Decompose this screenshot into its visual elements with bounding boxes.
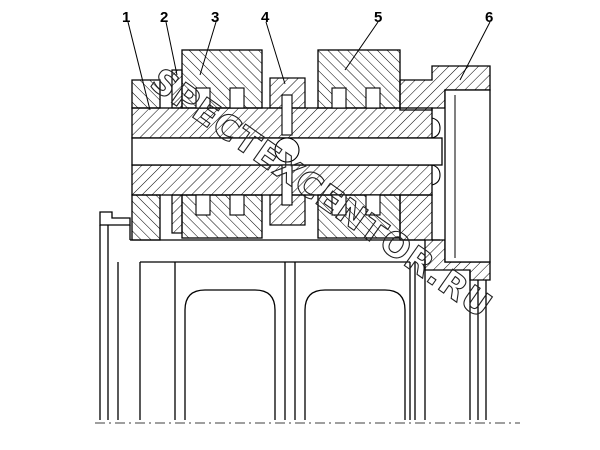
hub-housing xyxy=(399,65,491,281)
wheel-body xyxy=(99,211,440,420)
callout-3: 3 xyxy=(211,9,219,26)
callout-1: 1 xyxy=(122,9,130,26)
housing-lower xyxy=(424,260,487,420)
leader-lines xyxy=(127,21,491,111)
needle-bearing-left xyxy=(181,49,263,239)
callout-4: 4 xyxy=(261,9,270,26)
needle-bearing-right xyxy=(317,49,401,239)
callout-2: 2 xyxy=(160,9,168,26)
shaft xyxy=(131,79,443,241)
callout-6: 6 xyxy=(485,9,493,26)
callout-5: 5 xyxy=(374,9,382,26)
callout-labels: 1 2 3 4 5 6 xyxy=(122,9,493,26)
spacer-ring xyxy=(269,77,306,226)
